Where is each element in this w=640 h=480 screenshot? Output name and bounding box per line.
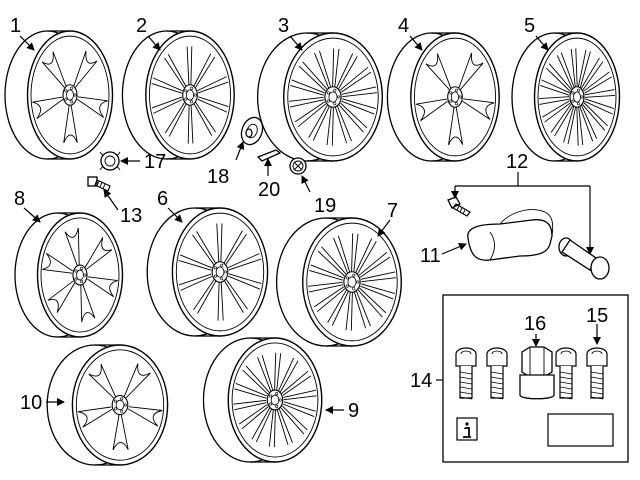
bolt[interactable]	[87, 176, 111, 192]
callout-10: 10	[20, 392, 42, 414]
callout-2: 2	[136, 15, 147, 37]
callout-4: 4	[398, 15, 409, 37]
callout-15: 15	[586, 305, 608, 327]
wheel-2[interactable]	[121, 30, 235, 160]
callout-13: 13	[120, 205, 142, 227]
callout-3: 3	[278, 15, 289, 37]
lock-kit-box	[442, 294, 629, 463]
callout-7: 7	[387, 200, 398, 222]
callout-17: 17	[144, 151, 166, 173]
tpms-sensor[interactable]	[467, 209, 554, 261]
callout-1: 1	[10, 15, 21, 37]
wheel-1[interactable]	[4, 30, 114, 160]
lock-socket[interactable]	[519, 346, 555, 400]
lug-bolts[interactable]	[455, 347, 608, 400]
key-code-card	[547, 413, 614, 447]
callout-6: 6	[157, 188, 168, 210]
callout-16: 16	[524, 313, 546, 335]
wheel-6[interactable]	[146, 207, 269, 337]
wheel-10[interactable]	[46, 344, 169, 466]
trim-strip[interactable]	[256, 149, 282, 162]
emblem[interactable]	[289, 157, 307, 175]
valve-stem[interactable]	[558, 237, 610, 280]
wheel-5[interactable]	[511, 32, 621, 162]
wheel-3[interactable]	[256, 32, 384, 162]
callout-18: 18	[207, 166, 229, 188]
sensor-screw[interactable]	[447, 196, 471, 217]
callout-9: 9	[348, 400, 359, 422]
callout-12: 12	[506, 151, 528, 173]
callout-11: 11	[420, 245, 441, 267]
wheel-9[interactable]	[202, 337, 323, 463]
callout-19: 19	[314, 195, 336, 217]
callout-20: 20	[258, 179, 280, 201]
callout-5: 5	[524, 15, 535, 37]
callout-14: 14	[410, 370, 432, 392]
callout-8: 8	[14, 188, 25, 210]
wheel-7[interactable]	[275, 217, 403, 347]
wheel-8[interactable]	[14, 212, 124, 338]
center-cap[interactable]	[238, 114, 266, 147]
info-icon	[456, 417, 478, 441]
wheel-4[interactable]	[386, 32, 500, 162]
center-cap-clip[interactable]	[99, 151, 121, 171]
